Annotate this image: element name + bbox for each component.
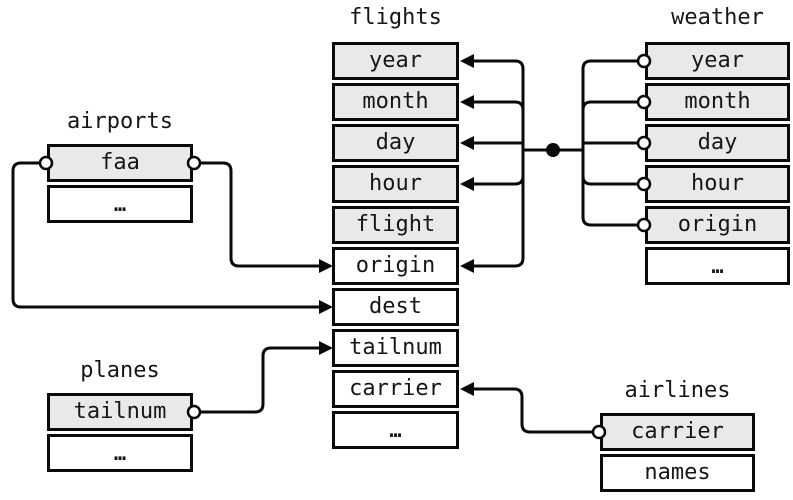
airports-row-more-label: … xyxy=(113,192,127,216)
flights-row-flight: flight xyxy=(332,206,459,244)
key-port-airports-faa-right xyxy=(186,155,202,171)
flights-row-flight-label: flight xyxy=(355,212,436,237)
flights-row-year: year xyxy=(332,42,459,80)
arrowhead-flights-year xyxy=(460,54,474,68)
relation-flights-year-branch xyxy=(472,59,525,150)
flights-row-tailnum: tailnum xyxy=(332,329,459,367)
relation-airports-origin xyxy=(200,161,321,268)
arrowhead-flights-tailnum xyxy=(319,341,333,355)
flights-row-origin-label: origin xyxy=(355,253,436,278)
relation-airports-dest xyxy=(11,161,321,309)
flights-row-day-label: day xyxy=(375,130,416,155)
weather-row-month: month xyxy=(645,83,790,121)
relation-weather-month-branch xyxy=(581,100,638,150)
weather-row-hour: hour xyxy=(645,165,790,203)
flights-row-month: month xyxy=(332,83,459,121)
flights-row-tailnum-label: tailnum xyxy=(349,335,442,360)
flights-row-dest: dest xyxy=(332,288,459,326)
arrowhead-flights-carrier xyxy=(460,382,474,396)
key-port-planes-tailnum xyxy=(186,404,202,420)
table-title-planes: planes xyxy=(80,358,160,383)
arrowhead-flights-origin-weather xyxy=(460,259,474,273)
relation-weather-origin-branch xyxy=(581,150,638,227)
airports-row-more: … xyxy=(47,185,193,223)
weather-row-hour-label: hour xyxy=(691,171,744,196)
key-port-weather-origin xyxy=(636,217,652,233)
weather-row-day-label: day xyxy=(697,130,738,155)
relation-flights-month-branch xyxy=(472,100,525,150)
table-rows-airlines: carrier names xyxy=(600,413,755,495)
key-port-weather-hour xyxy=(636,176,652,192)
weather-row-month-label: month xyxy=(684,89,751,114)
arrowhead-flights-hour xyxy=(460,177,474,191)
key-port-airports-faa-left xyxy=(38,155,54,171)
planes-row-tailnum-label: tailnum xyxy=(73,399,167,424)
table-airports: airports faa … xyxy=(47,110,193,226)
arrowhead-flights-origin-airports xyxy=(319,259,333,273)
planes-row-more: … xyxy=(47,434,193,472)
airlines-row-names-label: names xyxy=(644,460,711,485)
planes-row-more-label: … xyxy=(113,441,127,465)
weather-row-year-label: year xyxy=(691,48,744,73)
airports-row-faa: faa xyxy=(47,144,193,182)
relation-flights-hour-branch xyxy=(472,150,525,186)
table-title-airlines: airlines xyxy=(624,378,731,403)
flights-row-carrier-label: carrier xyxy=(349,376,442,401)
airlines-row-carrier-label: carrier xyxy=(631,419,724,444)
table-rows-flights: year month day hour flight origin dest t… xyxy=(332,42,459,452)
flights-row-carrier: carrier xyxy=(332,370,459,408)
weather-row-origin: origin xyxy=(645,206,790,244)
relation-weather-year-branch xyxy=(581,59,638,150)
table-rows-airports: faa … xyxy=(47,144,193,226)
arrowhead-flights-dest xyxy=(319,300,333,314)
arrowhead-flights-month xyxy=(460,95,474,109)
key-port-airlines-carrier xyxy=(591,424,607,440)
flights-row-more-label: … xyxy=(389,418,402,442)
flights-row-hour-label: hour xyxy=(369,171,422,196)
table-title-flights: flights xyxy=(349,5,442,30)
flights-row-day: day xyxy=(332,124,459,162)
relation-weather-hour-branch xyxy=(581,150,638,186)
flights-row-more: … xyxy=(332,411,459,449)
airlines-row-carrier: carrier xyxy=(600,413,755,451)
table-airlines: airlines carrier names xyxy=(600,379,755,495)
airlines-row-names: names xyxy=(600,454,755,492)
table-flights: flights year month day hour flight origi… xyxy=(332,6,459,452)
key-port-weather-year xyxy=(636,53,652,69)
flights-row-hour: hour xyxy=(332,165,459,203)
flights-row-origin: origin xyxy=(332,247,459,285)
key-port-weather-day xyxy=(636,135,652,151)
relation-airlines-carrier xyxy=(472,387,593,434)
table-title-weather: weather xyxy=(671,5,764,30)
arrowhead-flights-day xyxy=(460,136,474,150)
table-title-airports: airports xyxy=(67,109,173,134)
relation-planes-tailnum xyxy=(200,346,321,414)
flights-row-dest-label: dest xyxy=(369,294,422,319)
key-port-weather-month xyxy=(636,94,652,110)
weather-row-day: day xyxy=(645,124,790,162)
weather-row-more-label: … xyxy=(711,254,724,278)
table-rows-weather: year month day hour origin … xyxy=(645,42,790,288)
table-weather: weather year month day hour origin … xyxy=(645,6,790,288)
junction-dot xyxy=(546,143,560,157)
flights-row-month-label: month xyxy=(362,89,429,114)
relation-flights-origin-branch xyxy=(472,150,525,268)
weather-row-origin-label: origin xyxy=(677,212,758,237)
flights-row-year-label: year xyxy=(369,48,422,73)
airports-row-faa-label: faa xyxy=(100,150,140,175)
weather-row-more: … xyxy=(645,247,790,285)
